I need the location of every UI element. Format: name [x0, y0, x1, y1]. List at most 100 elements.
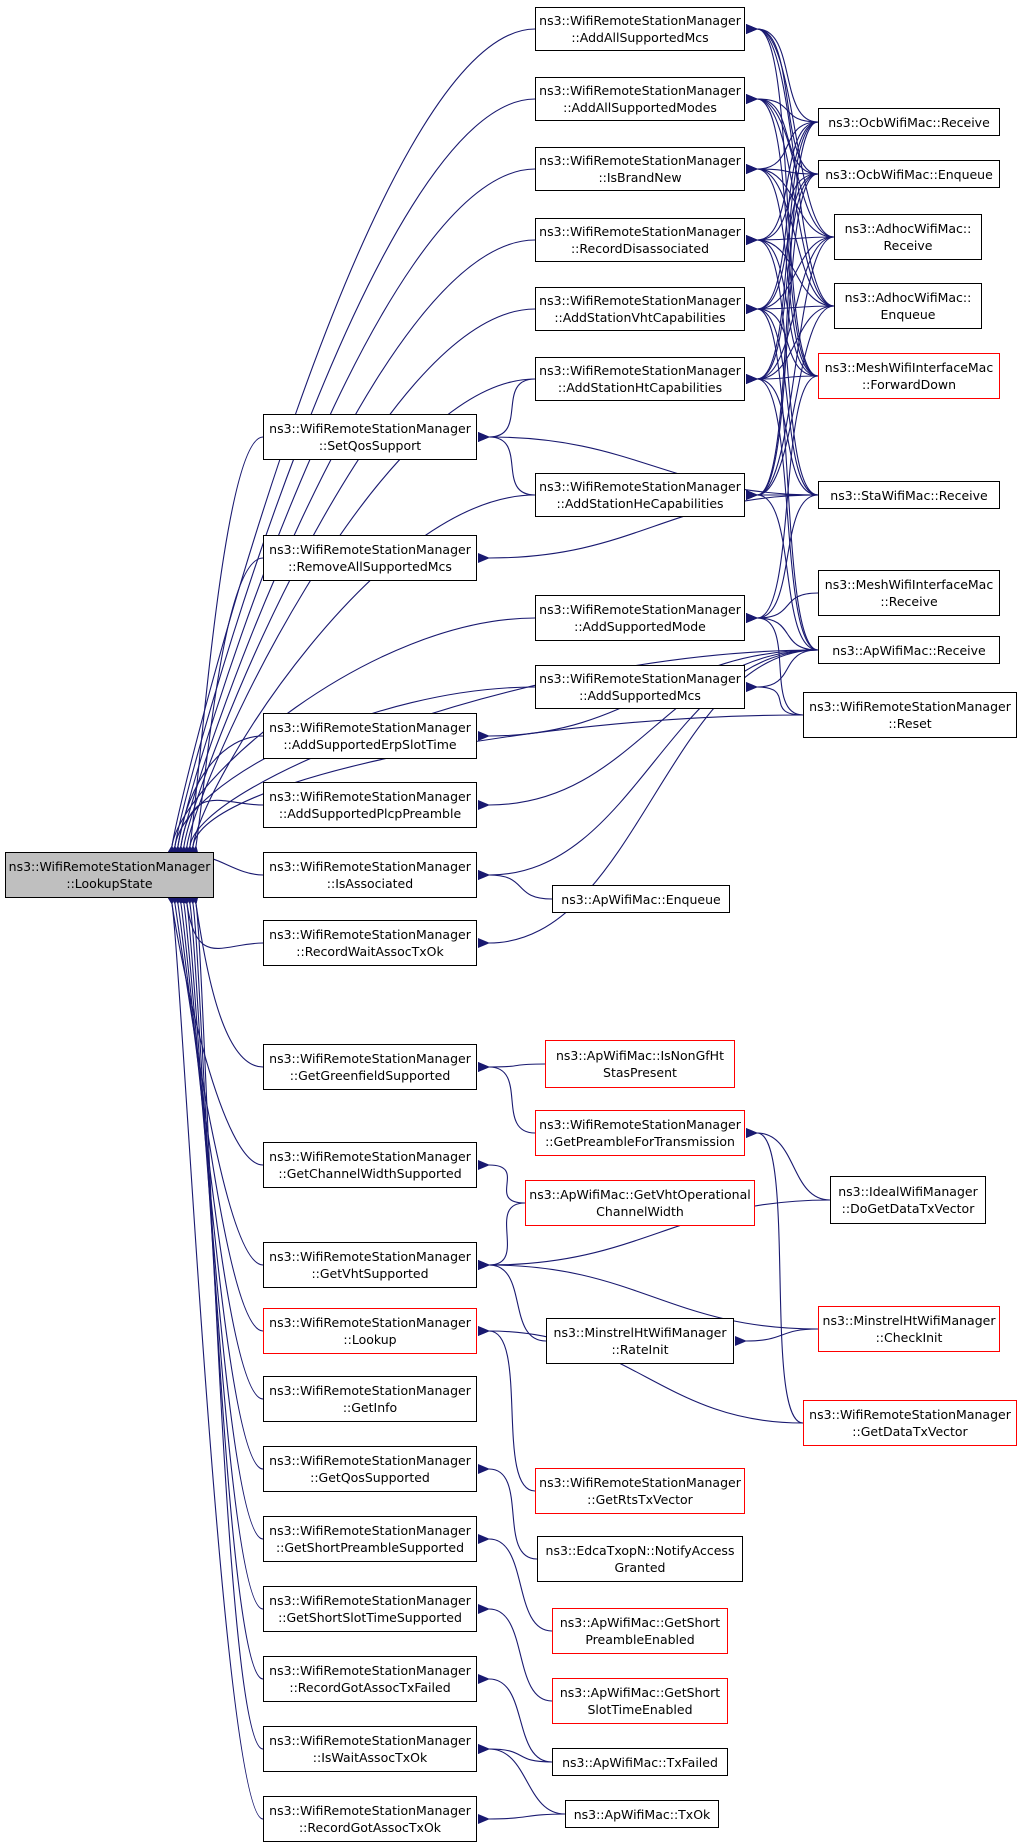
graph-node-b17[interactable]: ns3::WifiRemoteStationManager::RecordGot… — [263, 1796, 477, 1842]
graph-node-b13[interactable]: ns3::WifiRemoteStationManager::GetShortP… — [263, 1516, 477, 1562]
graph-node-a2[interactable]: ns3::WifiRemoteStationManager::AddAllSup… — [535, 77, 745, 121]
edge-b3-to-root — [171, 735, 264, 858]
graph-node-c1[interactable]: ns3::ApWifiMac::Enqueue — [552, 885, 730, 913]
edge-a7-to-root — [186, 494, 536, 858]
graph-node-r5[interactable]: ns3::MeshWifiInterfaceMac::ForwardDown — [818, 353, 1000, 399]
graph-node-b14[interactable]: ns3::WifiRemoteStationManager::GetShortS… — [263, 1586, 477, 1632]
graph-node-r3[interactable]: ns3::AdhocWifiMac::Receive — [834, 214, 982, 260]
graph-node-a3[interactable]: ns3::WifiRemoteStationManager::IsBrandNe… — [535, 147, 745, 191]
graph-node-r7[interactable]: ns3::MeshWifiInterfaceMac::Receive — [818, 570, 1000, 616]
graph-node-r2[interactable]: ns3::OcbWifiMac::Enqueue — [818, 160, 1000, 188]
node-label-line: ns3::WifiRemoteStationManager — [539, 1117, 741, 1132]
graph-node-b2[interactable]: ns3::WifiRemoteStationManager::RemoveAll… — [263, 535, 477, 581]
graph-node-b12[interactable]: ns3::WifiRemoteStationManager::GetQosSup… — [263, 1446, 477, 1492]
node-label-line: ns3::WifiRemoteStationManager — [539, 671, 741, 686]
node-label-line: ::RecordGotAssocTxOk — [298, 1820, 442, 1835]
node-label-line: ::Receive — [880, 594, 938, 609]
graph-node-c10[interactable]: ns3::ApWifiMac::TxFailed — [552, 1748, 728, 1776]
graph-node-c11[interactable]: ns3::ApWifiMac::TxOk — [565, 1800, 719, 1828]
node-label-line: ::GetVhtSupported — [311, 1266, 429, 1281]
edge-r2-to-a6 — [745, 173, 819, 385]
node-label-line: ::RecordGotAssocTxFailed — [289, 1680, 451, 1695]
edge-r2-to-a5 — [745, 173, 819, 315]
node-label-line: ns3::WifiRemoteStationManager — [539, 224, 741, 239]
edge-r4-to-a6 — [745, 305, 835, 385]
graph-node-a1[interactable]: ns3::WifiRemoteStationManager::AddAllSup… — [535, 7, 745, 51]
node-label-line: ::SetQosSupport — [318, 438, 422, 453]
graph-node-r11[interactable]: ns3::MinstrelHtWifiManager::CheckInit — [818, 1306, 1000, 1352]
edge-r1-to-a3 — [745, 121, 819, 175]
node-label-line: ns3::WifiRemoteStationManager — [269, 1733, 471, 1748]
graph-node-b4[interactable]: ns3::WifiRemoteStationManager::AddSuppor… — [263, 782, 477, 828]
node-label-line: Receive — [883, 238, 933, 253]
node-label-line: ::RateInit — [611, 1342, 669, 1357]
node-label-line: ::AddStationVhtCapabilities — [554, 310, 726, 325]
graph-node-a4[interactable]: ns3::WifiRemoteStationManager::RecordDis… — [535, 218, 745, 262]
edge-r2-to-a2 — [745, 93, 819, 175]
graph-node-r12[interactable]: ns3::WifiRemoteStationManager::GetDataTx… — [803, 1400, 1017, 1446]
graph-node-a6[interactable]: ns3::WifiRemoteStationManager::AddStatio… — [535, 357, 745, 401]
edge-r8-to-a7 — [745, 489, 819, 651]
graph-node-b6[interactable]: ns3::WifiRemoteStationManager::RecordWai… — [263, 920, 477, 966]
node-label-line: ns3::MinstrelHtWifiManager — [822, 1313, 996, 1328]
graph-node-c3[interactable]: ns3::WifiRemoteStationManager::GetPreamb… — [535, 1110, 745, 1156]
node-label-line: ns3::WifiRemoteStationManager — [269, 1663, 471, 1678]
edge-b6-to-root — [180, 892, 264, 950]
graph-node-r1[interactable]: ns3::OcbWifiMac::Receive — [818, 108, 1000, 136]
graph-node-r8[interactable]: ns3::ApWifiMac::Receive — [818, 636, 1000, 664]
node-label-line: ::DoGetDataTxVector — [841, 1201, 975, 1216]
node-label-line: Enqueue — [880, 307, 936, 322]
edge-b17-to-root — [165, 892, 264, 1820]
graph-node-a5[interactable]: ns3::WifiRemoteStationManager::AddStatio… — [535, 287, 745, 331]
edge-c1-to-b5 — [477, 869, 553, 900]
graph-node-r10[interactable]: ns3::IdealWifiManager::DoGetDataTxVector — [830, 1176, 986, 1224]
node-label-line: ns3::ApWifiMac::IsNonGfHt — [556, 1048, 724, 1063]
edge-r2-to-a3 — [745, 163, 819, 175]
graph-node-r9[interactable]: ns3::WifiRemoteStationManager::Reset — [803, 692, 1017, 738]
node-label-line: ::GetRtsTxVector — [587, 1492, 693, 1507]
graph-node-b7[interactable]: ns3::WifiRemoteStationManager::GetGreenf… — [263, 1044, 477, 1090]
graph-node-c5[interactable]: ns3::MinstrelHtWifiManager::RateInit — [546, 1318, 734, 1364]
graph-node-r6[interactable]: ns3::StaWifiMac::Receive — [818, 481, 1000, 509]
graph-node-b3[interactable]: ns3::WifiRemoteStationManager::AddSuppor… — [263, 713, 477, 759]
graph-node-b10[interactable]: ns3::WifiRemoteStationManager::Lookup — [263, 1308, 477, 1354]
graph-node-r4[interactable]: ns3::AdhocWifiMac::Enqueue — [834, 283, 982, 329]
graph-node-a8[interactable]: ns3::WifiRemoteStationManager::AddSuppor… — [535, 595, 745, 641]
node-label-line: ns3::WifiRemoteStationManager — [809, 699, 1011, 714]
node-label-line: ::GetChannelWidthSupported — [278, 1166, 462, 1181]
graph-node-b9[interactable]: ns3::WifiRemoteStationManager::GetVhtSup… — [263, 1242, 477, 1288]
graph-node-b15[interactable]: ns3::WifiRemoteStationManager::RecordGot… — [263, 1656, 477, 1702]
edge-c4-to-b8 — [477, 1159, 526, 1204]
node-label-line: ::AddAllSupportedMcs — [571, 30, 709, 45]
node-label-line: ::AddSupportedMcs — [579, 688, 701, 703]
node-label-line: ::AddAllSupportedModes — [563, 100, 717, 115]
graph-node-b11[interactable]: ns3::WifiRemoteStationManager::GetInfo — [263, 1376, 477, 1422]
graph-node-b5[interactable]: ns3::WifiRemoteStationManager::IsAssocia… — [263, 852, 477, 898]
edge-r3-to-a1 — [745, 23, 835, 238]
graph-node-a7[interactable]: ns3::WifiRemoteStationManager::AddStatio… — [535, 473, 745, 517]
edge-r2-to-a4 — [745, 173, 819, 246]
node-label-line: ::AddStationHtCapabilities — [557, 380, 723, 395]
graph-node-b8[interactable]: ns3::WifiRemoteStationManager::GetChanne… — [263, 1142, 477, 1188]
node-label-line: ::ForwardDown — [861, 377, 957, 392]
graph-node-a9[interactable]: ns3::WifiRemoteStationManager::AddSuppor… — [535, 665, 745, 709]
edge-a7-to-b1 — [477, 431, 536, 496]
edge-a4-to-root — [174, 239, 536, 858]
graph-node-b1[interactable]: ns3::WifiRemoteStationManager::SetQosSup… — [263, 414, 477, 460]
graph-node-c6[interactable]: ns3::WifiRemoteStationManager::GetRtsTxV… — [535, 1468, 745, 1514]
graph-node-b16[interactable]: ns3::WifiRemoteStationManager::IsWaitAss… — [263, 1726, 477, 1772]
edge-b12-to-root — [177, 892, 264, 1470]
node-label-line: SlotTimeEnabled — [587, 1702, 693, 1717]
node-label-line: ns3::WifiRemoteStationManager — [269, 720, 471, 735]
edge-r8-to-a6 — [745, 373, 819, 651]
edge-c7-to-b12 — [477, 1463, 538, 1560]
edge-r12-to-c3 — [745, 1127, 804, 1424]
edge-r1-to-a7 — [745, 121, 819, 501]
node-label-line: ::IsWaitAssocTxOk — [312, 1750, 428, 1765]
